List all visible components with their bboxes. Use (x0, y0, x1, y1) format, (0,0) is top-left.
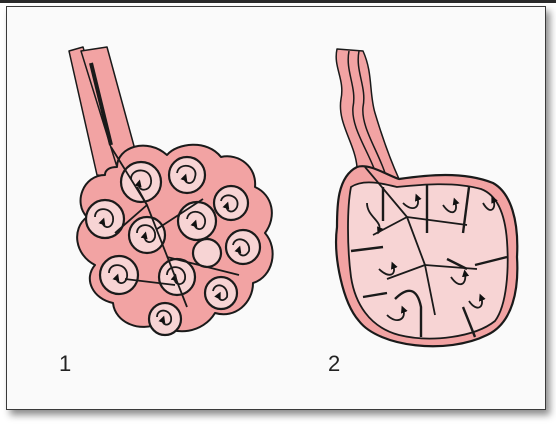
figure-frame: 1 2 (6, 6, 546, 410)
alveolar-sac-icon (336, 49, 517, 346)
diagram-label-1: 1 (59, 351, 71, 377)
alveoli-diagram (7, 7, 545, 409)
alveolar-cluster-icon (69, 47, 273, 335)
top-border (0, 0, 556, 3)
diagram-label-2: 2 (328, 351, 340, 377)
